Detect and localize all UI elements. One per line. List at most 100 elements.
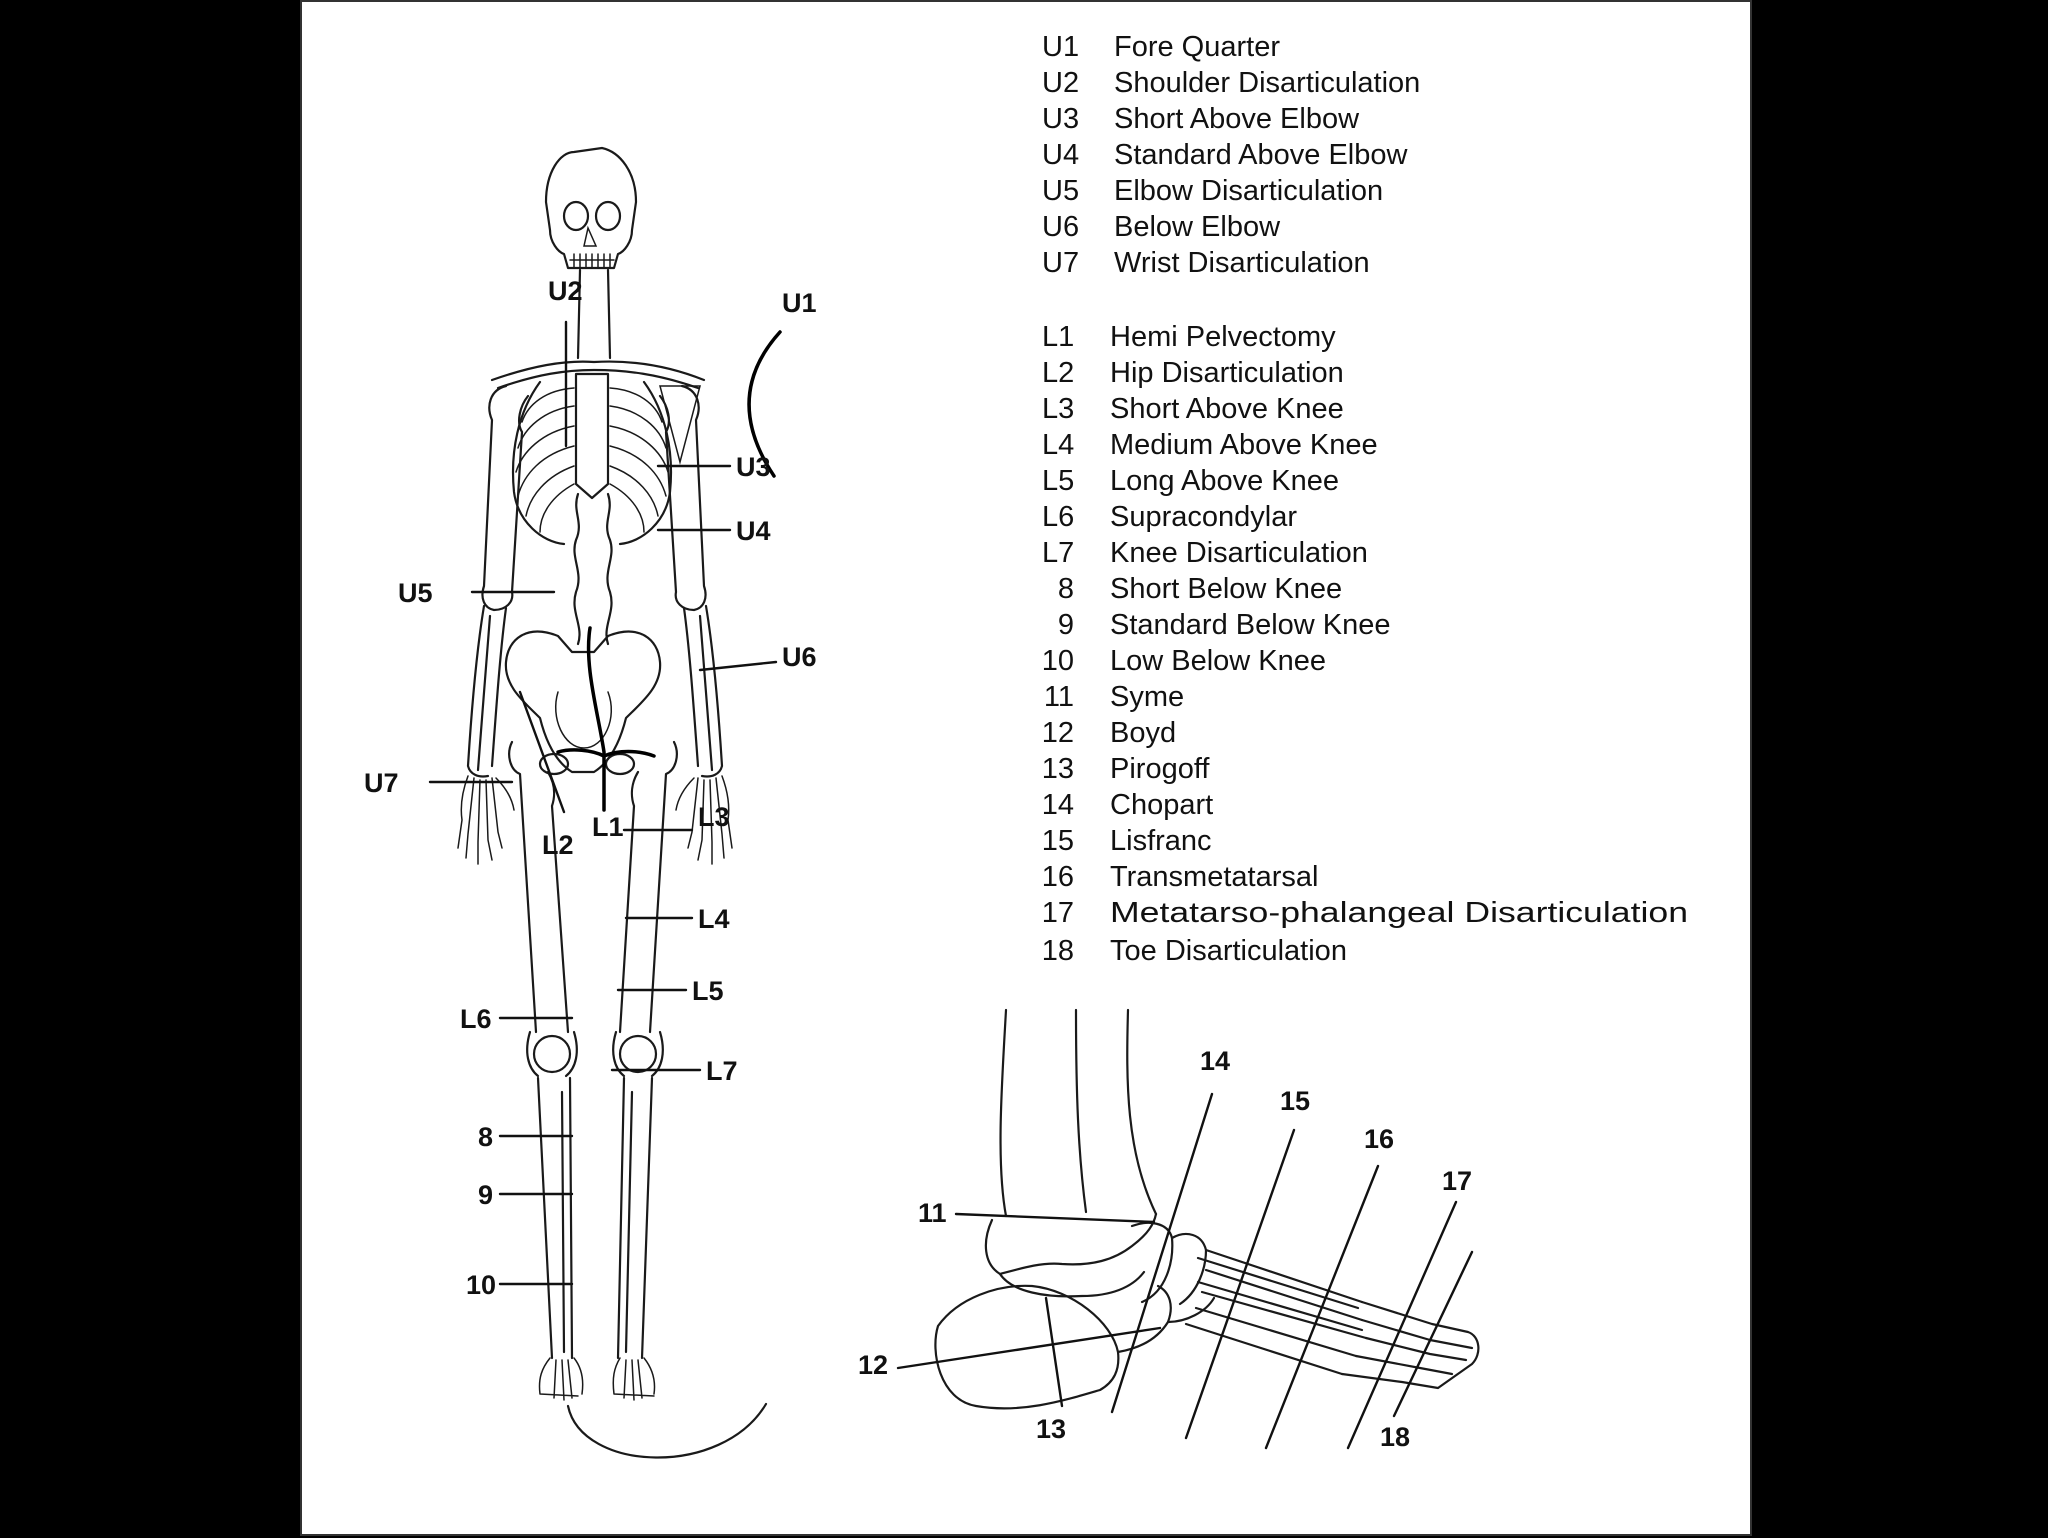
line-17 [1346, 1200, 1458, 1450]
legend-name-l2: Hip Disarticulation [1110, 357, 1344, 389]
skull-right-orbit [594, 200, 622, 232]
label-u3: U3 [736, 452, 771, 482]
label-8: 8 [478, 1122, 493, 1152]
legend-name-l3: Short Above Knee [1110, 393, 1344, 425]
label-16: 16 [1364, 1124, 1394, 1154]
legend: U1 Fore Quarter U2 Shoulder Disarticulat… [1042, 31, 1688, 967]
foot-labels: 11 12 13 14 15 16 17 18 [858, 1046, 1472, 1452]
legend-name-u5: Elbow Disarticulation [1114, 175, 1383, 207]
legend-code-l7: L7 [1042, 537, 1074, 569]
foot-detail-drawing [934, 1008, 1480, 1410]
amputation-diagram: U1 Fore Quarter U2 Shoulder Disarticulat… [364, 31, 1688, 1459]
legend-code-17: 17 [1042, 897, 1074, 929]
lower-leg-right [616, 1076, 654, 1360]
label-l3: L3 [698, 802, 730, 832]
femur-left [508, 740, 570, 1034]
label-u2: U2 [548, 276, 583, 306]
foot-amputation-lines [896, 1092, 1474, 1450]
amputation-levels-figure: U1 Fore Quarter U2 Shoulder Disarticulat… [300, 0, 1752, 1536]
tibia-fibula-shafts [999, 1008, 1158, 1218]
label-17: 17 [1442, 1166, 1472, 1196]
legend-code-l4: L4 [1042, 429, 1074, 461]
legend-code-l3: L3 [1042, 393, 1074, 425]
legend-name-12: Boyd [1110, 717, 1176, 749]
line-15 [1184, 1128, 1296, 1440]
femur-right [618, 740, 678, 1034]
phalanges [1340, 1300, 1480, 1390]
legend-code-12: 12 [1042, 717, 1074, 749]
cuneiforms [1166, 1232, 1216, 1324]
humerus-right [658, 384, 707, 612]
label-9: 9 [478, 1180, 493, 1210]
legend-name-u3: Short Above Elbow [1114, 103, 1360, 135]
label-u4: U4 [736, 516, 771, 546]
obturator-left [538, 752, 570, 776]
knee-left [526, 1030, 578, 1078]
hand-right [675, 775, 733, 865]
legend-code-10: 10 [1042, 645, 1074, 677]
skull-left-orbit [562, 200, 590, 232]
label-14: 14 [1200, 1046, 1230, 1076]
knee-right [612, 1030, 664, 1078]
lumbar-spine [573, 492, 613, 646]
legend-name-u4: Standard Above Elbow [1114, 139, 1408, 171]
legend-code-u2: U2 [1042, 67, 1079, 99]
legend-name-10: Low Below Knee [1110, 645, 1326, 677]
legend-lower: L1 Hemi Pelvectomy L2 Hip Disarticulatio… [1042, 321, 1688, 967]
line-l1 [586, 626, 606, 812]
calcaneus [934, 1284, 1120, 1410]
talus [998, 1270, 1146, 1298]
legend-code-15: 15 [1042, 825, 1074, 857]
humerus-left [481, 384, 530, 612]
forearm-left [466, 604, 508, 778]
label-l5: L5 [692, 976, 724, 1006]
line-11 [954, 1212, 1156, 1224]
sternum [574, 372, 610, 500]
legend-code-14: 14 [1042, 789, 1074, 821]
ankle-joint [984, 1212, 1158, 1276]
label-15: 15 [1280, 1086, 1310, 1116]
rib-cage [511, 380, 673, 546]
skeleton-labels: U2 U1 U3 U4 U5 U6 U7 L1 L2 L3 L4 L5 L6 L… [364, 276, 817, 1300]
clavicles [490, 360, 706, 390]
line-l2 [518, 690, 566, 814]
legend-name-15: Lisfranc [1110, 825, 1212, 857]
label-12: 12 [858, 1350, 888, 1380]
legend-name-u2: Shoulder Disarticulation [1114, 67, 1420, 99]
forearm-right [682, 604, 724, 778]
pelvis [504, 630, 662, 774]
skull [544, 146, 638, 270]
skeleton-drawing [457, 146, 768, 1459]
skull-teeth [569, 253, 615, 269]
label-18: 18 [1380, 1422, 1410, 1452]
label-l6: L6 [460, 1004, 492, 1034]
legend-code-11: 11 [1044, 681, 1074, 713]
line-14 [1110, 1092, 1214, 1414]
line-12 [896, 1326, 1162, 1370]
legend-name-14: Chopart [1110, 789, 1213, 821]
skull-nose [583, 225, 598, 247]
legend-name-17: Metatarso-phalangeal Disarticulation [1110, 897, 1688, 929]
foot-left [538, 1357, 584, 1401]
line-l1-cut [556, 748, 656, 758]
skeleton-amputation-lines [428, 320, 782, 1286]
ribs-left [515, 387, 575, 533]
legend-code-9: 9 [1058, 609, 1074, 641]
detail-connector-arc [566, 1402, 768, 1459]
patella-right [618, 1034, 658, 1074]
scapula [659, 385, 701, 465]
label-13: 13 [1036, 1414, 1066, 1444]
cervical-spine [576, 268, 612, 360]
legend-name-u7: Wrist Disarticulation [1114, 247, 1370, 279]
label-l4: L4 [698, 904, 730, 934]
legend-code-u5: U5 [1042, 175, 1079, 207]
legend-code-u3: U3 [1042, 103, 1079, 135]
line-18 [1392, 1250, 1474, 1418]
legend-upper: U1 Fore Quarter U2 Shoulder Disarticulat… [1042, 31, 1420, 279]
label-l7: L7 [706, 1056, 738, 1086]
legend-code-13: 13 [1042, 753, 1074, 785]
legend-name-9: Standard Below Knee [1110, 609, 1391, 641]
label-10: 10 [466, 1270, 496, 1300]
legend-name-11: Syme [1110, 681, 1184, 713]
obturator-right [604, 752, 636, 776]
